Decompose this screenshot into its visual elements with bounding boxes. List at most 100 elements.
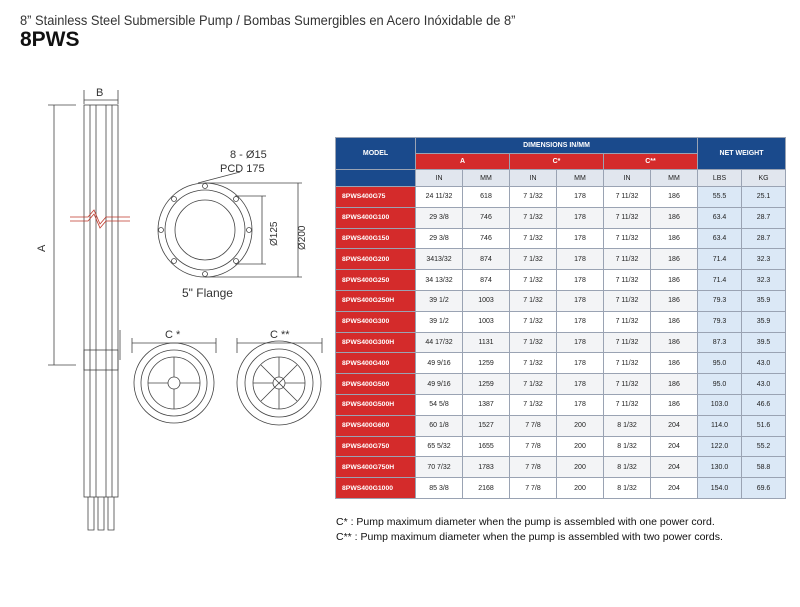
value-cell: 3413/32: [415, 248, 463, 271]
value-cell: 95.0: [697, 373, 743, 395]
value-cell: 178: [556, 206, 604, 229]
value-cell: 70 7/32: [415, 456, 463, 479]
model-cell: 8PWS400G250H: [335, 289, 416, 312]
dim-b-label: B: [96, 87, 103, 99]
value-cell: 69.6: [741, 477, 787, 499]
unit-header: IN: [415, 169, 463, 187]
footnotes: C* : Pump maximum diameter when the pump…: [336, 515, 723, 545]
value-cell: 1527: [462, 414, 510, 437]
page-title: 8” Stainless Steel Submersible Pump / Bo…: [20, 12, 516, 28]
value-cell: 55.2: [741, 435, 787, 458]
value-cell: 32.3: [741, 269, 787, 291]
value-cell: 65 5/32: [415, 435, 463, 458]
value-cell: 178: [556, 186, 604, 208]
value-cell: 874: [462, 269, 510, 291]
unit-header: LBS: [697, 169, 743, 187]
value-cell: 186: [649, 269, 699, 291]
value-cell: 204: [649, 414, 699, 437]
value-cell: 7 1/32: [509, 269, 557, 291]
value-cell: 28.7: [741, 206, 787, 229]
value-cell: 7 1/32: [509, 186, 557, 208]
value-cell: 178: [556, 373, 604, 395]
value-cell: 71.4: [697, 269, 743, 291]
value-cell: 7 11/32: [603, 352, 651, 375]
flange-caption: 5" Flange: [182, 286, 233, 300]
value-cell: 7 7/8: [509, 414, 557, 437]
value-cell: 39 1/2: [415, 310, 463, 333]
value-cell: 7 1/32: [509, 373, 557, 395]
value-cell: 204: [649, 477, 699, 499]
value-cell: 39 1/2: [415, 289, 463, 312]
value-cell: 46.6: [741, 393, 787, 416]
value-cell: 44 17/32: [415, 331, 463, 354]
unit-header: MM: [462, 169, 510, 187]
value-cell: 24 11/32: [415, 186, 463, 208]
model-header: MODEL: [335, 137, 416, 170]
value-cell: 7 1/32: [509, 227, 557, 250]
value-cell: 178: [556, 227, 604, 250]
value-cell: 35.9: [741, 310, 787, 333]
value-cell: 39.5: [741, 331, 787, 354]
unit-header: IN: [509, 169, 557, 187]
value-cell: 874: [462, 248, 510, 271]
value-cell: 122.0: [697, 435, 743, 458]
value-cell: 746: [462, 206, 510, 229]
model-cell: 8PWS400G500H: [335, 393, 416, 416]
col-a-header: A: [415, 153, 510, 170]
value-cell: 186: [649, 310, 699, 333]
value-cell: 7 7/8: [509, 435, 557, 458]
value-cell: 7 11/32: [603, 206, 651, 229]
value-cell: 200: [556, 477, 604, 499]
value-cell: 7 1/32: [509, 248, 557, 271]
flange-inner-diameter-label: Ø125: [269, 221, 280, 246]
value-cell: 1003: [462, 289, 510, 312]
value-cell: 178: [556, 269, 604, 291]
model-cell: 8PWS400G150: [335, 227, 416, 250]
value-cell: 1387: [462, 393, 510, 416]
value-cell: 28.7: [741, 227, 787, 250]
net-weight-header: NET WEIGHT: [697, 137, 787, 170]
model-cell: 8PWS400G400: [335, 352, 416, 375]
model-cell: 8PWS400G500: [335, 373, 416, 395]
note-c2: C** : Pump maximum diameter when the pum…: [336, 531, 723, 543]
value-cell: 7 1/32: [509, 393, 557, 416]
value-cell: 114.0: [697, 414, 743, 437]
value-cell: 8 1/32: [603, 414, 651, 437]
value-cell: 95.0: [697, 352, 743, 375]
value-cell: 186: [649, 248, 699, 271]
value-cell: 85 3/8: [415, 477, 463, 499]
value-cell: 7 11/32: [603, 186, 651, 208]
value-cell: 32.3: [741, 248, 787, 271]
value-cell: 7 1/32: [509, 206, 557, 229]
value-cell: 186: [649, 393, 699, 416]
value-cell: 7 1/32: [509, 289, 557, 312]
flange-outer-diameter-label: Ø200: [297, 225, 308, 250]
model-cell: 8PWS400G250: [335, 269, 416, 291]
value-cell: 200: [556, 435, 604, 458]
value-cell: 7 7/8: [509, 477, 557, 499]
value-cell: 60 1/8: [415, 414, 463, 437]
value-cell: 54 5/8: [415, 393, 463, 416]
c1-label: C *: [165, 329, 181, 341]
value-cell: 178: [556, 331, 604, 354]
model-cell: 8PWS400G100: [335, 206, 416, 229]
col-c2-header: C**: [602, 153, 699, 170]
value-cell: 7 11/32: [603, 373, 651, 395]
value-cell: 130.0: [697, 456, 743, 479]
value-cell: 8 1/32: [603, 435, 651, 458]
model-code: 8PWS: [20, 28, 80, 51]
value-cell: 35.9: [741, 289, 787, 312]
value-cell: 43.0: [741, 373, 787, 395]
value-cell: 178: [556, 310, 604, 333]
value-cell: 63.4: [697, 206, 743, 229]
value-cell: 71.4: [697, 248, 743, 271]
value-cell: 87.3: [697, 331, 743, 354]
value-cell: 79.3: [697, 310, 743, 333]
